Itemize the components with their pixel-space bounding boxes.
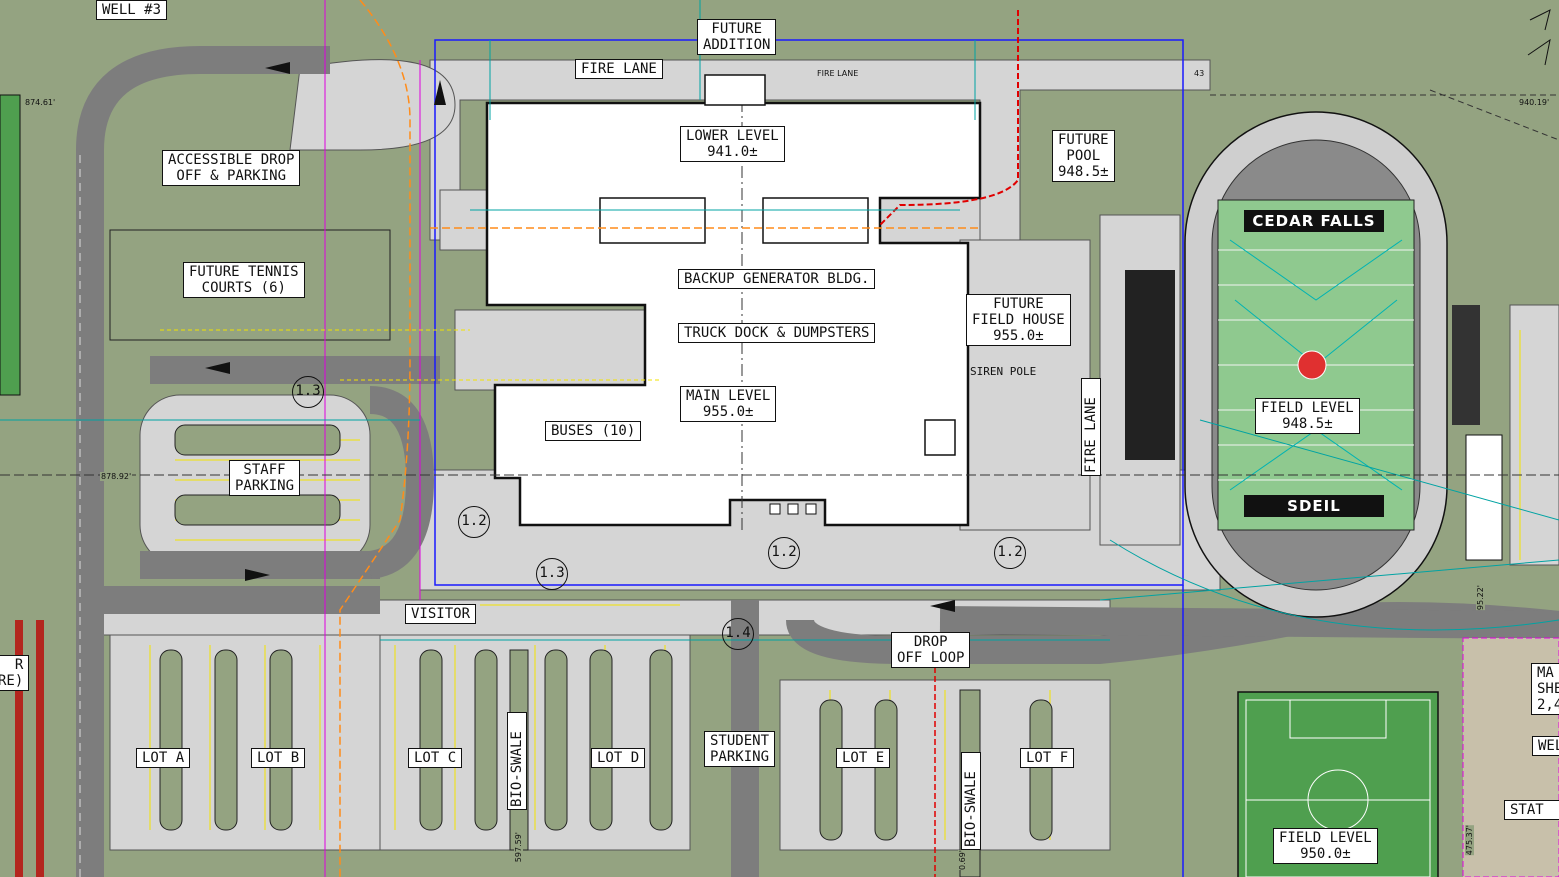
lot-a-label: LOT A <box>136 748 191 768</box>
phase-marker: 1.4 <box>722 618 754 650</box>
phase-marker: 1.3 <box>292 376 324 408</box>
dimension-label: 597.59' <box>514 832 523 863</box>
roads <box>76 46 1559 877</box>
lot-e-label: LOT E <box>836 748 891 768</box>
north-arrow <box>1527 9 1551 66</box>
buses-label: BUSES (10) <box>545 421 642 441</box>
dimension-label: 874.61' <box>24 98 57 107</box>
lot-b-label: LOT B <box>251 748 306 768</box>
truck-dock-label: TRUCK DOCK & DUMPSTERS <box>678 323 876 343</box>
dimension-label: 0.69' <box>958 850 967 871</box>
fire-lane-east-label: FIRE LANE <box>1081 378 1101 476</box>
fire-lane-small-label: FIRE LANE <box>817 69 859 78</box>
siren-pole-label: SIREN POLE <box>970 365 1037 378</box>
phase-marker: 1.2 <box>458 506 490 538</box>
south-endzone-text: SDEIL <box>1244 495 1384 517</box>
right-edge-partial-label-3: STAT <box>1504 800 1559 820</box>
north-endzone-text: CEDAR FALLS <box>1244 210 1384 232</box>
dimension-label: 940.19' <box>1518 98 1551 107</box>
bio-swale-label-2: BIO-SWALE <box>961 752 981 850</box>
bio-swale-label-1: BIO-SWALE <box>507 712 527 810</box>
dimension-label: 475.37' <box>1465 825 1474 856</box>
backup-generator-label: BACKUP GENERATOR BLDG. <box>678 269 876 289</box>
phase-marker: 1.2 <box>994 537 1026 569</box>
fire-lane-top-label: FIRE LANE <box>575 59 663 79</box>
lot-f-label: LOT F <box>1020 748 1075 768</box>
right-edge-partial-label-2: WEL <box>1532 736 1559 756</box>
lot-d-label: LOT D <box>591 748 646 768</box>
bleachers <box>1125 270 1175 460</box>
lot-c-label: LOT C <box>408 748 463 768</box>
visitor-label: VISITOR <box>405 604 477 624</box>
phase-marker: 1.3 <box>536 558 568 590</box>
phase-marker: 1.2 <box>768 537 800 569</box>
dimension-label: 878.92' <box>100 472 133 481</box>
marker-number: 43 <box>1194 69 1205 78</box>
well-label: WELL #3 <box>96 0 168 20</box>
dimension-label: 95.22' <box>1476 585 1485 611</box>
traffic-arrows <box>205 62 955 612</box>
